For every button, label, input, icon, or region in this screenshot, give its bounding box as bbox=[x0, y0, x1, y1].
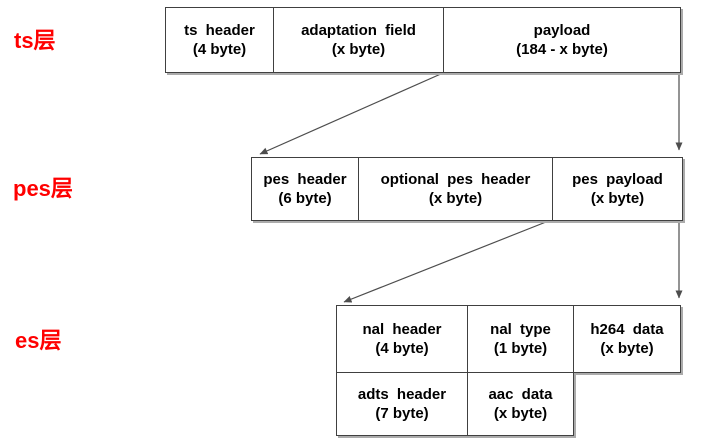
box-pes-header-size: (6 byte) bbox=[278, 190, 332, 207]
box-aac-data-size: (x byte) bbox=[493, 405, 548, 422]
box-adaptation-field-title: adaptation field bbox=[301, 22, 416, 39]
box-nal-type: nal type (1 byte) bbox=[467, 305, 574, 373]
box-adaptation-field: adaptation field (x byte) bbox=[273, 7, 444, 73]
box-payload-size: (184 - x byte) bbox=[516, 41, 608, 58]
box-nal-header-size: (4 byte) bbox=[375, 340, 429, 357]
box-adts-header-size: (7 byte) bbox=[375, 405, 429, 422]
label-ts-layer: ts层 bbox=[14, 28, 56, 53]
box-adaptation-field-size: (x byte) bbox=[331, 41, 386, 58]
box-pes-payload-size: (x byte) bbox=[590, 190, 645, 207]
box-ts-header: ts header (4 byte) bbox=[165, 7, 274, 73]
box-adts-header: adts header (7 byte) bbox=[336, 372, 468, 436]
box-nal-header-title: nal header bbox=[362, 321, 442, 338]
box-pes-header-title: pes header bbox=[263, 171, 347, 188]
box-pes-payload-title: pes payload bbox=[572, 171, 663, 188]
box-optional-pes-header-size: (x byte) bbox=[428, 190, 483, 207]
box-h264-data: h264 data (x byte) bbox=[573, 305, 681, 373]
box-h264-data-size: (x byte) bbox=[600, 340, 654, 357]
box-optional-pes-header-title: optional pes header bbox=[380, 171, 531, 188]
box-pes-payload: pes payload (x byte) bbox=[552, 157, 683, 221]
box-aac-data: aac data (x byte) bbox=[467, 372, 574, 436]
box-pes-header: pes header (6 byte) bbox=[251, 157, 359, 221]
box-adts-header-title: adts header bbox=[357, 386, 447, 403]
box-payload: payload (184 - x byte) bbox=[443, 7, 681, 73]
arrow-payload-to-pes-header bbox=[259, 72, 444, 155]
box-aac-data-title: aac data bbox=[488, 386, 553, 403]
label-es-layer: es层 bbox=[15, 328, 62, 353]
box-ts-header-title: ts header bbox=[184, 22, 255, 39]
box-nal-type-size: (1 byte) bbox=[493, 340, 548, 357]
label-pes-layer: pes层 bbox=[13, 176, 73, 201]
box-h264-data-title: h264 data bbox=[590, 321, 664, 338]
box-ts-header-size: (4 byte) bbox=[192, 41, 247, 58]
box-nal-header: nal header (4 byte) bbox=[336, 305, 468, 373]
arrow-pes-payload-to-nal-header bbox=[343, 219, 552, 303]
box-optional-pes-header: optional pes header (x byte) bbox=[358, 157, 553, 221]
box-payload-title: payload bbox=[533, 22, 591, 39]
box-nal-type-title: nal type bbox=[490, 321, 551, 338]
